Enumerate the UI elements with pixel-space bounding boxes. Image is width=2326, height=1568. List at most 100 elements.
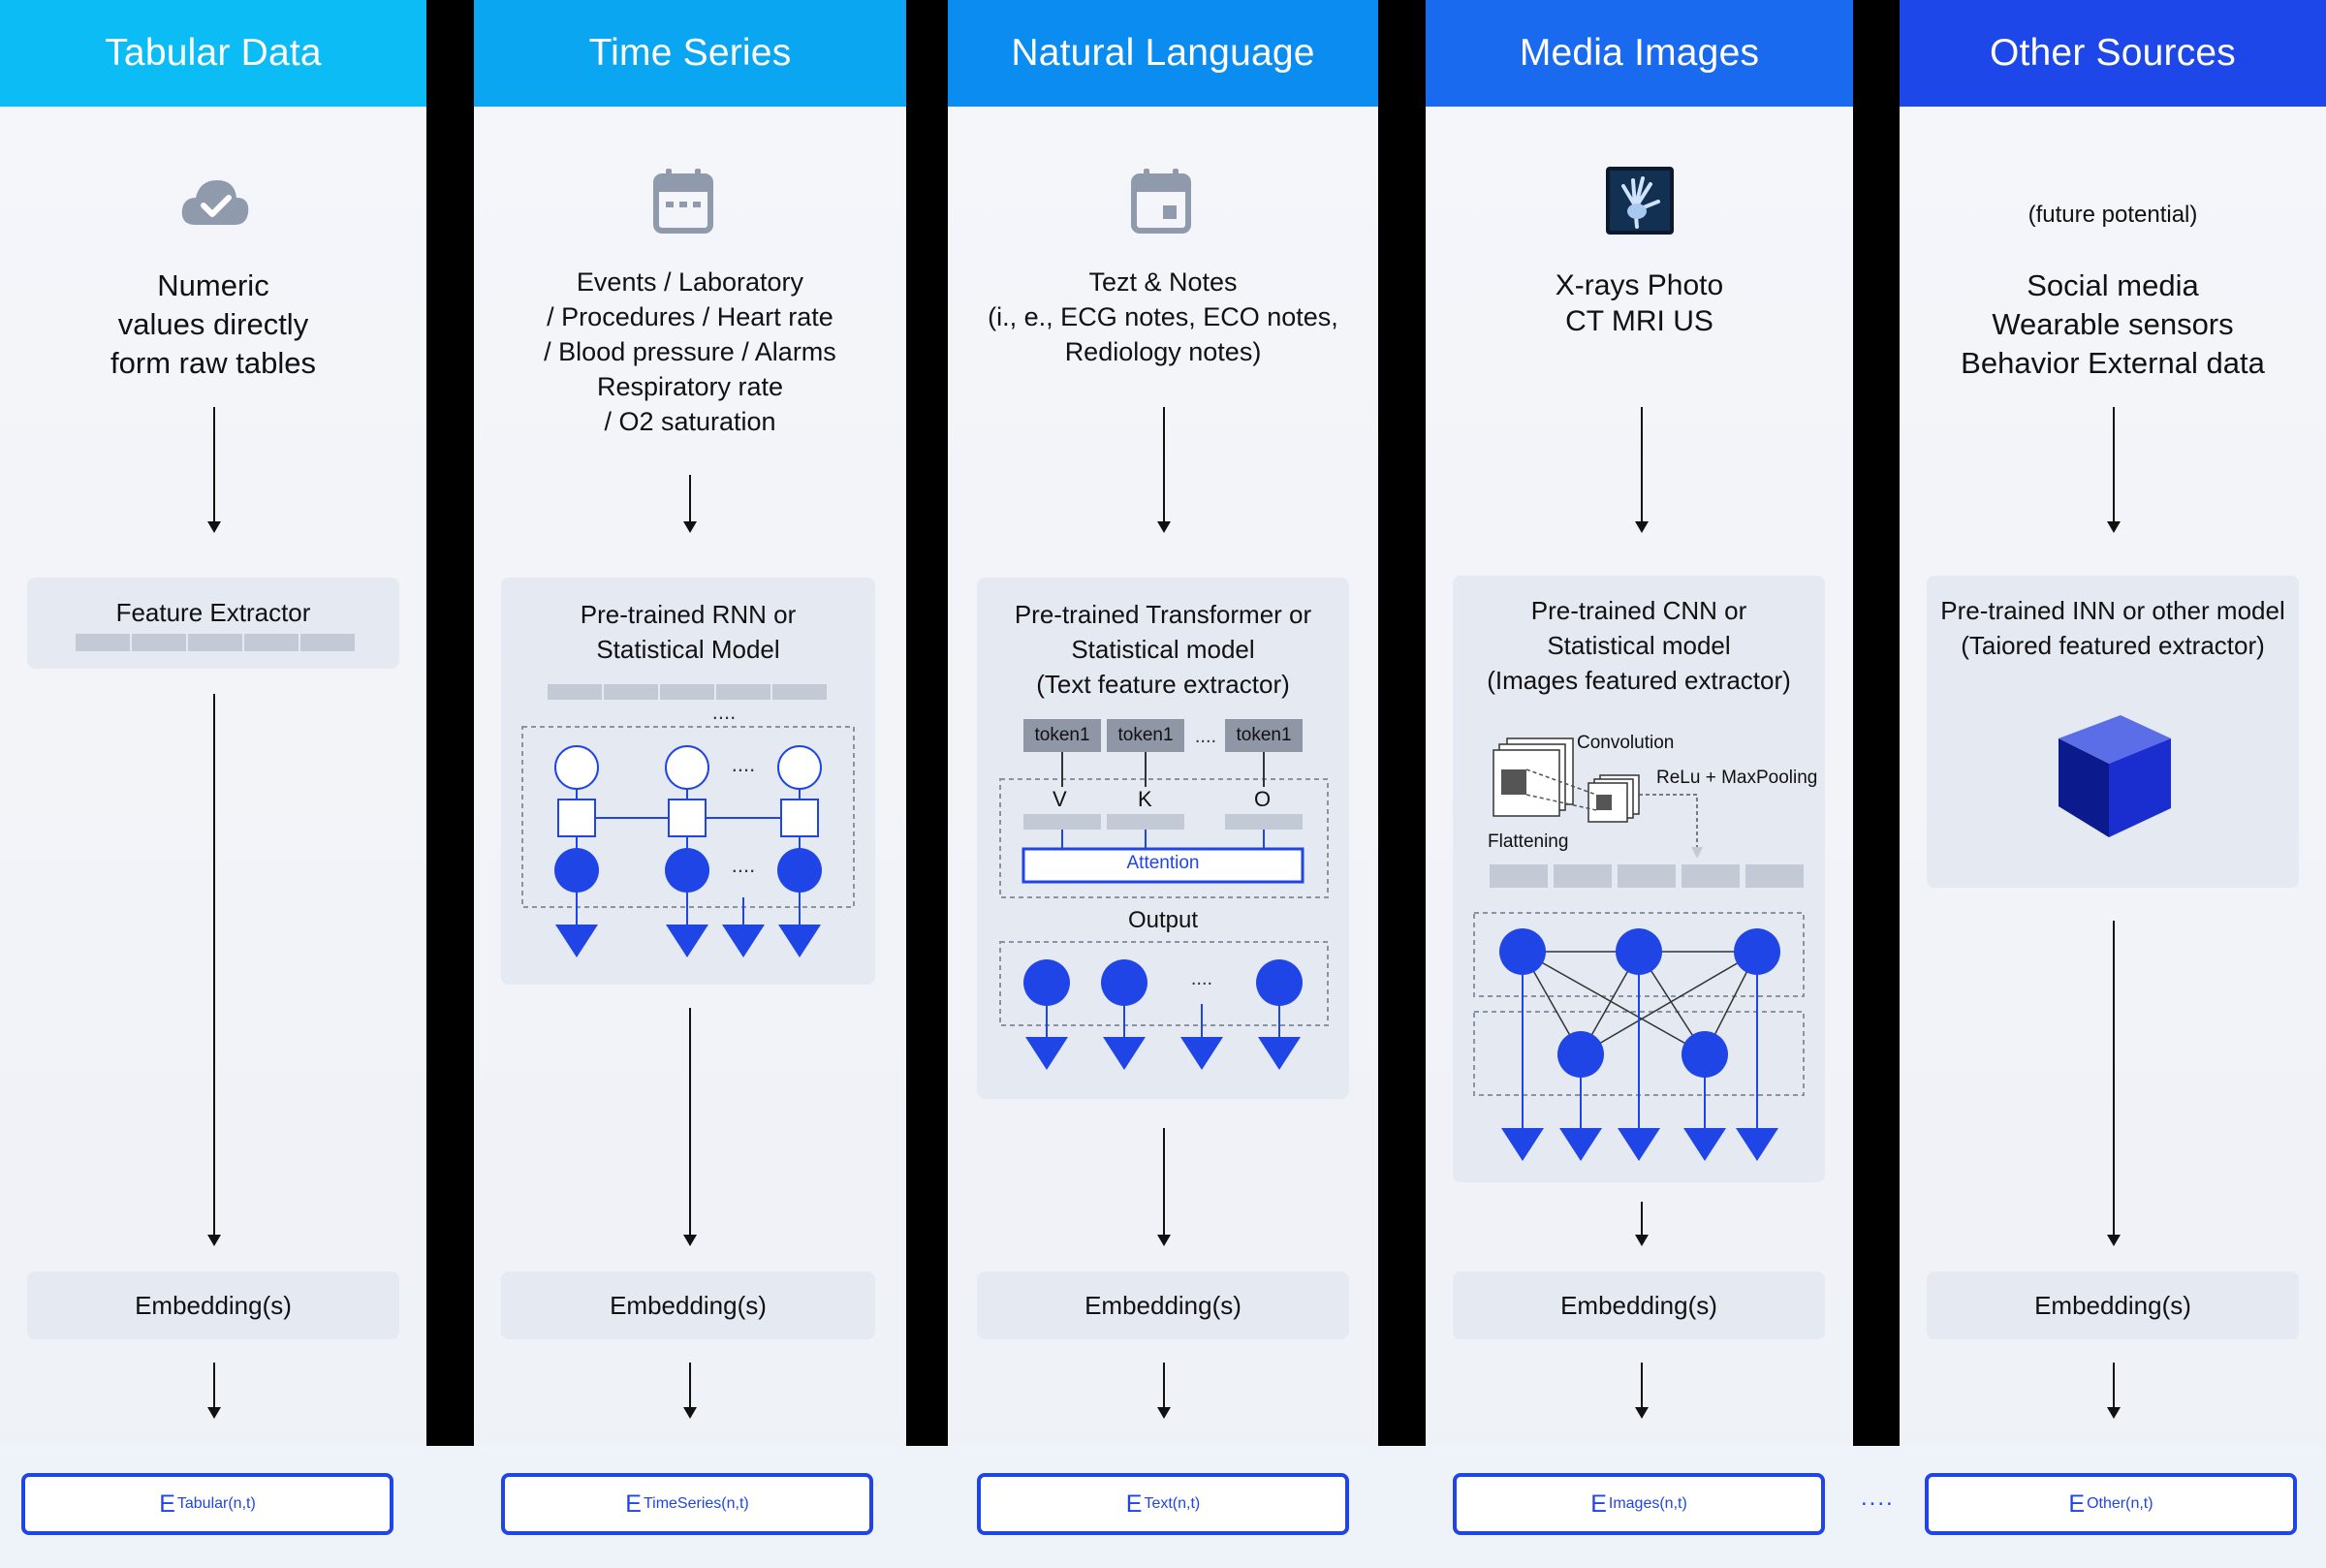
flow-arrow bbox=[2107, 1363, 2121, 1419]
source-description: Numeric values directly form raw tables bbox=[0, 267, 426, 383]
inn-model-box: Pre-trained INN or other model (Taiored … bbox=[1927, 576, 2299, 888]
flow-arrow bbox=[1157, 1128, 1171, 1246]
description-line: Numeric bbox=[157, 268, 269, 302]
title-line: Statistical model bbox=[1071, 635, 1255, 664]
description-line: values directly bbox=[117, 307, 309, 341]
description-line: Events / Laboratory bbox=[576, 267, 804, 297]
calendar-icon bbox=[653, 169, 713, 234]
calendar-day-icon bbox=[1131, 169, 1191, 234]
svg-text:....: .... bbox=[1195, 726, 1216, 747]
attention-letter: V bbox=[1053, 787, 1067, 811]
description-line: / Blood pressure / Alarms bbox=[544, 337, 836, 366]
svg-text:....: .... bbox=[712, 700, 736, 724]
attention-label: Attention bbox=[1126, 853, 1200, 873]
extractor-title: Pre-trained INN or other model (Taiored … bbox=[1927, 593, 2299, 663]
description-line: Social media bbox=[2027, 268, 2199, 302]
more-outputs-ellipsis: .... bbox=[1861, 1485, 1895, 1511]
column-time-series: Time Series Events / Laboratory / Proced… bbox=[474, 0, 906, 1568]
convolution-label: Convolution bbox=[1577, 733, 1675, 753]
description-line: / O2 saturation bbox=[604, 407, 776, 436]
column-media-images: Media Images X-rays Photo CT MRI US Pre-… bbox=[1426, 0, 1853, 1568]
description-line: Respiratory rate bbox=[596, 372, 784, 401]
title-line: Pre-trained CNN or bbox=[1530, 596, 1747, 625]
output-symbol: E bbox=[625, 1490, 642, 1518]
embedding-box: Embedding(s) bbox=[977, 1271, 1349, 1339]
title-line: (Taiored featured extractor) bbox=[1961, 631, 2265, 660]
description-line: / Procedures / Heart rate bbox=[547, 302, 833, 331]
extractor-title: Feature Extractor bbox=[115, 598, 311, 627]
output-subscript: Tabular(n,t) bbox=[176, 1495, 256, 1512]
flow-arrow bbox=[683, 1363, 697, 1419]
svg-text:....: .... bbox=[732, 853, 755, 877]
flow-arrow bbox=[1635, 1202, 1649, 1246]
output-symbol: E bbox=[159, 1490, 175, 1518]
column-header: Time Series bbox=[474, 0, 906, 107]
flow-arrow bbox=[683, 1008, 697, 1246]
description-line: form raw tables bbox=[110, 346, 316, 380]
output-symbol: E bbox=[1590, 1490, 1607, 1518]
column-header: Natural Language bbox=[948, 0, 1378, 107]
output-label: Output bbox=[1127, 907, 1199, 933]
flow-arrow bbox=[207, 407, 221, 533]
source-description: Social media Wearable sensors Behavior E… bbox=[1900, 267, 2326, 383]
extractor-title: Pre-trained RNN or Statistical Model bbox=[501, 597, 875, 667]
column-other-sources: Other Sources (future potential) Social … bbox=[1900, 0, 2326, 1568]
title-line: Statistical model bbox=[1547, 631, 1731, 660]
rnn-model-box: Pre-trained RNN or Statistical Model ...… bbox=[501, 578, 875, 985]
title-line: Pre-trained INN or other model bbox=[1940, 596, 2285, 625]
source-description: Events / Laboratory / Procedures / Heart… bbox=[474, 265, 906, 439]
title-line: Statistical Model bbox=[596, 635, 780, 664]
title-line: (Text feature extractor) bbox=[1036, 670, 1290, 699]
title-line: Pre-trained Transformer or bbox=[1014, 600, 1312, 629]
source-description: Tezt & Notes (i., e., ECG notes, ECO not… bbox=[948, 265, 1378, 369]
attention-letter: K bbox=[1138, 787, 1152, 811]
embedding-box: Embedding(s) bbox=[1927, 1271, 2299, 1339]
source-description: X-rays Photo CT MRI US bbox=[1426, 267, 1853, 339]
transformer-model-box: Pre-trained Transformer or Statistical m… bbox=[977, 578, 1349, 1099]
flow-arrow bbox=[1157, 407, 1171, 533]
flow-arrow bbox=[1635, 1363, 1649, 1419]
column-tabular: Tabular Data Numeric values directly for… bbox=[0, 0, 426, 1568]
svg-text:....: .... bbox=[732, 752, 755, 776]
cnn-diagram bbox=[1473, 737, 1805, 1161]
title-line: (Images featured extractor) bbox=[1487, 666, 1791, 695]
column-header: Media Images bbox=[1426, 0, 1853, 107]
flow-arrow bbox=[683, 475, 697, 533]
output-subscript: Other(n,t) bbox=[2087, 1495, 2153, 1512]
output-subscript: TimeSeries(n,t) bbox=[643, 1495, 749, 1512]
description-line: Tezt & Notes bbox=[1088, 267, 1238, 297]
feature-bar bbox=[76, 634, 355, 651]
cnn-model-box: Pre-trained CNN or Statistical model (Im… bbox=[1453, 576, 1825, 1182]
svg-text:....: .... bbox=[1191, 968, 1212, 989]
attention-letter: O bbox=[1254, 787, 1272, 811]
relu-label: ReLu + MaxPooling bbox=[1656, 768, 1818, 788]
flow-arrow bbox=[207, 1363, 221, 1419]
cube-icon bbox=[2059, 715, 2171, 837]
column-natural-language: Natural Language Tezt & Notes (i., e., E… bbox=[948, 0, 1378, 1568]
output-subscript: Text(n,t) bbox=[1144, 1495, 1201, 1512]
embedding-box: Embedding(s) bbox=[1453, 1271, 1825, 1339]
column-header: Other Sources bbox=[1900, 0, 2326, 107]
column-header: Tabular Data bbox=[0, 0, 426, 107]
flattening-label: Flattening bbox=[1488, 831, 1569, 852]
future-potential-note: (future potential) bbox=[2027, 202, 2198, 228]
output-symbol: E bbox=[1125, 1490, 1143, 1518]
embedding-box: Embedding(s) bbox=[27, 1271, 399, 1339]
output-subscript: Images(n,t) bbox=[1608, 1495, 1687, 1512]
description-line: Rediology notes) bbox=[1064, 337, 1262, 366]
extractor-title: Pre-trained CNN or Statistical model (Im… bbox=[1453, 593, 1825, 698]
rnn-diagram: .... .... .... bbox=[521, 684, 855, 957]
flow-arrow bbox=[1635, 407, 1649, 533]
title-line: Pre-trained RNN or bbox=[580, 600, 797, 629]
token-box: token1 bbox=[1107, 719, 1184, 752]
flow-arrow bbox=[2107, 921, 2121, 1246]
flow-arrow bbox=[207, 694, 221, 1246]
token-box: token1 bbox=[1225, 719, 1303, 752]
description-line: Wearable sensors bbox=[1992, 307, 2234, 341]
embedding-box: Embedding(s) bbox=[501, 1271, 875, 1339]
transformer-diagram: .... .... bbox=[999, 726, 1329, 1070]
description-line: (i., e., ECG notes, ECO notes, bbox=[988, 302, 1338, 331]
